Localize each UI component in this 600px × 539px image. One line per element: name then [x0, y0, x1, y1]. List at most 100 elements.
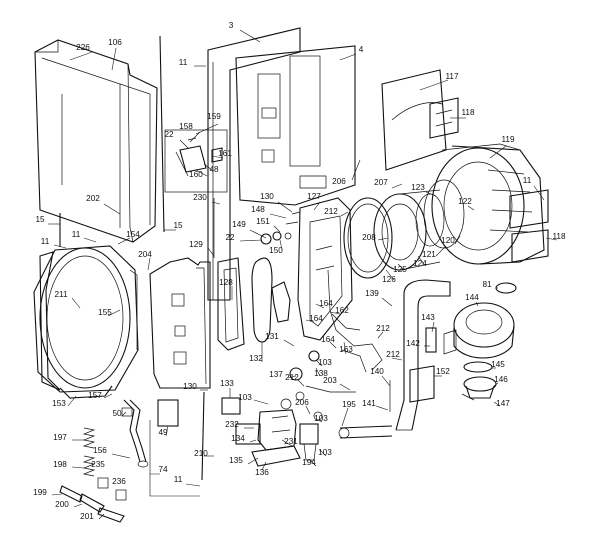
part-callout-label: 3: [229, 21, 234, 30]
part-callout-label: 211: [54, 290, 67, 299]
part-callout-label: 230: [193, 193, 207, 202]
part-callout-label: 206: [295, 398, 309, 407]
part-callout-label: 22: [164, 130, 174, 139]
part-callout-label: 121: [422, 250, 436, 259]
part-callout-label: 131: [265, 332, 279, 341]
part-callout-label: 142: [406, 339, 420, 348]
part-callout-label: 153: [52, 399, 66, 408]
part-callout-label: 212: [376, 324, 390, 333]
part-callout-label: 203: [323, 376, 337, 385]
part-callout-label: 4: [359, 45, 364, 54]
part-callout-label: 139: [365, 289, 379, 298]
part-callout-label: 194: [302, 458, 316, 467]
part-callout-label: 103: [318, 448, 332, 457]
part-callout-label: 128: [219, 278, 233, 287]
part-callout-label: 212: [285, 373, 299, 382]
rod-210: [201, 391, 205, 481]
valve-bracket: [251, 445, 301, 467]
part-callout-label: 207: [374, 178, 388, 187]
part-callout-label: 159: [207, 112, 221, 121]
part-callout-label: 199: [33, 488, 47, 497]
ignition-electrode: [271, 281, 291, 323]
part-callout-label: 236: [112, 477, 126, 486]
part-callout-label: 119: [501, 135, 514, 144]
bracket-152: [409, 365, 435, 403]
part-callout-label: 49: [158, 428, 168, 437]
part-callout-label: 158: [179, 122, 193, 131]
part-callout-label: 11: [72, 230, 81, 239]
part-callout-label: 149: [232, 220, 246, 229]
part-callout-label: 117: [445, 72, 458, 81]
part-callout-label: 197: [53, 433, 67, 442]
part-callout-label: 15: [35, 215, 45, 224]
part-callout-label: 146: [494, 375, 508, 384]
part-236: [115, 489, 127, 501]
flue-pipe: [395, 279, 451, 431]
part-callout-label: 232: [225, 420, 239, 429]
part-callout-label: 81: [482, 280, 492, 289]
part-callout-label: 15: [173, 221, 183, 230]
part-callout-label: 235: [91, 460, 105, 469]
part-callout-label: 106: [108, 38, 122, 47]
part-callout-label: 164: [321, 335, 335, 344]
gas-venturi: [461, 376, 497, 401]
part-callout-label: 144: [465, 293, 479, 302]
part-callout-label: 202: [86, 194, 100, 203]
part-callout-label: 212: [324, 207, 338, 216]
part-callout-label: 125: [393, 265, 407, 274]
part-callout-label: 22: [225, 233, 235, 242]
part-callout-label: 147: [496, 399, 510, 408]
part-callout-label: 141: [362, 399, 376, 408]
part-235: [97, 477, 109, 489]
part-callout-label: 206: [332, 177, 346, 186]
ignition-electrode-bracket: [217, 257, 245, 351]
clip-50: [121, 407, 133, 417]
leader-lines: [48, 29, 558, 520]
washer: [272, 231, 282, 241]
part-callout-label: 231: [284, 437, 298, 446]
combustion-hood: [381, 69, 459, 171]
part-callout-label: 140: [370, 367, 384, 376]
part-callout-label: 127: [307, 192, 321, 201]
part-callout-label: 118: [552, 232, 565, 241]
part-callout-label: 11: [179, 58, 188, 67]
washer: [284, 232, 292, 240]
part-callout-label: 148: [251, 205, 265, 214]
part-callout-label: 195: [342, 400, 356, 409]
electronics-bracket: [164, 129, 228, 193]
part-callout-label: 157: [88, 391, 102, 400]
part-callout-label: 48: [209, 165, 219, 174]
part-callout-label: 118: [461, 108, 474, 117]
part-callout-label: 208: [362, 233, 376, 242]
fitting-137: [289, 367, 303, 381]
part-callout-label: 74: [158, 465, 168, 474]
part-callout-label: 155: [98, 308, 112, 317]
part-callout-label: 132: [249, 354, 263, 363]
part-callout-label: 122: [458, 197, 472, 206]
part-callout-label: 11: [174, 475, 183, 484]
part-callout-label: 135: [229, 456, 243, 465]
part-callout-label: 138: [314, 369, 328, 378]
part-callout-label: 152: [436, 367, 450, 376]
part-callout-label: 200: [55, 500, 69, 509]
pressure-switch: [157, 399, 179, 427]
gasket-143: [425, 327, 437, 353]
part-callout-label: 123: [411, 183, 425, 192]
fan-seal-ring: [463, 361, 493, 373]
part-callout-label: 50: [112, 409, 122, 418]
back-frame: [207, 27, 356, 301]
part-callout-label: 161: [218, 149, 232, 158]
part-callout-label: 136: [255, 468, 269, 477]
door-seal-rope: [251, 257, 273, 343]
part-callout-label: 154: [126, 230, 140, 239]
springs: [82, 427, 96, 477]
part-callout-label: 204: [138, 250, 152, 259]
side-rod-right: [159, 35, 165, 233]
part-callout-label: 145: [491, 360, 505, 369]
front-casing-panel: [34, 39, 158, 243]
clips: [59, 485, 125, 523]
part-callout-label: 150: [269, 246, 283, 255]
fitting-138: [308, 350, 320, 362]
